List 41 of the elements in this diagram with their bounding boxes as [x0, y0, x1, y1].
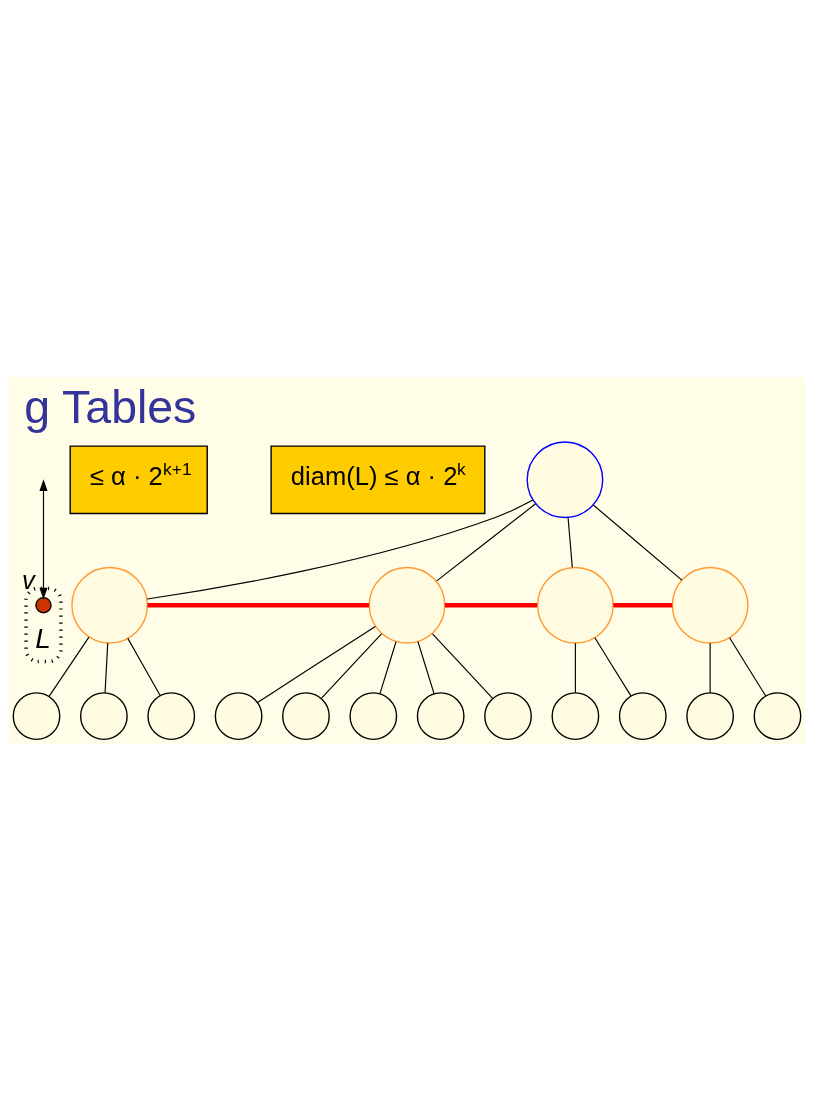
node-box: diam(L) ≤ α · 2$^{k}$ [270, 444, 486, 514]
connector [127, 637, 161, 696]
node-circle [71, 566, 149, 644]
node-circle [35, 596, 52, 613]
connector [146, 499, 534, 600]
connector [256, 625, 376, 703]
connector [48, 636, 90, 697]
node-circle [484, 691, 532, 740]
connector [444, 602, 538, 608]
arrow [39, 478, 48, 599]
connector [567, 516, 573, 568]
node-circle [686, 691, 735, 740]
connector [379, 640, 397, 694]
connector [594, 636, 632, 696]
node-circle [368, 566, 446, 644]
connector [320, 632, 383, 699]
node-circle [79, 691, 128, 740]
connector [104, 642, 109, 693]
connector [613, 602, 673, 608]
node-circle [753, 691, 802, 740]
node-circle [536, 566, 614, 644]
node-circle [671, 566, 749, 644]
node-circle [147, 691, 196, 740]
node-circle [526, 440, 604, 518]
node-box: ≤ α · 2$^{k+1}$ [69, 444, 208, 514]
node-circle [214, 691, 263, 740]
node-circle [618, 691, 667, 740]
node-circle [12, 691, 61, 740]
connector [147, 602, 369, 608]
node-circle [416, 691, 465, 740]
node-circle [282, 691, 330, 740]
connector [592, 503, 683, 581]
connector [436, 502, 537, 581]
connector [729, 636, 767, 696]
diagram-title: g Tables [24, 380, 197, 433]
connector [417, 640, 435, 694]
node-circle [551, 691, 600, 740]
connector [709, 642, 711, 693]
connector [574, 642, 576, 693]
connector [431, 632, 494, 699]
node-circle [349, 691, 398, 740]
